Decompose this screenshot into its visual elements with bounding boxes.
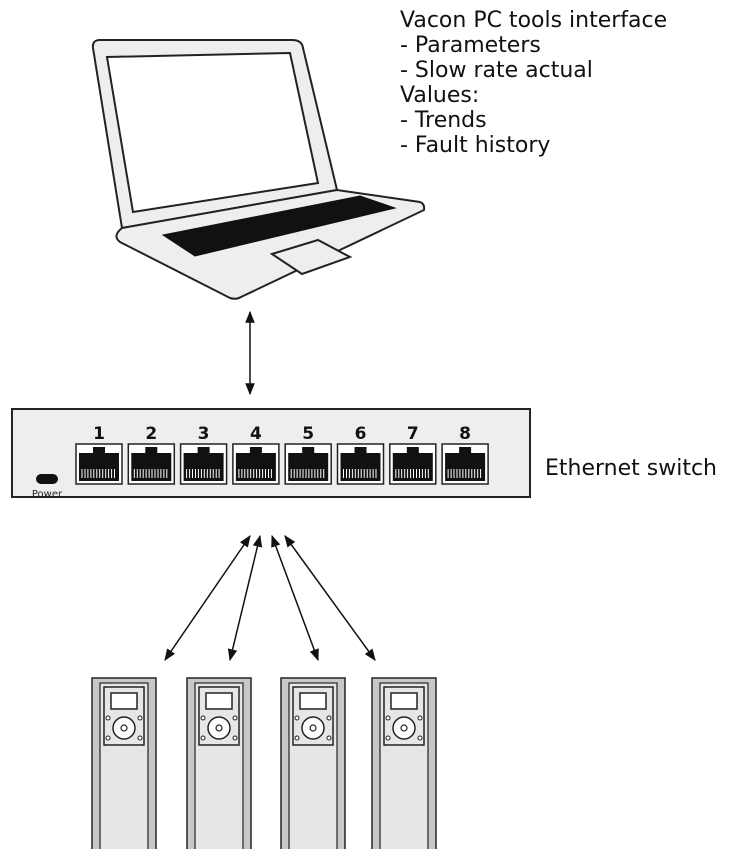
drive-link-arrow-3 [271, 534, 319, 662]
caption-line-parameters: - Parameters [400, 33, 541, 58]
drive-display [110, 692, 138, 710]
drive-button [200, 715, 206, 721]
drive-link-arrow-2 [227, 534, 263, 662]
drive-link-arrow-1 [164, 535, 251, 661]
drive-display [299, 692, 327, 710]
pc-tools-caption: Vacon PC tools interface - Parameters - … [400, 8, 667, 158]
switch-port-2: 2 [127, 424, 176, 485]
port-number-label: 3 [198, 424, 210, 444]
switch-port-1: 1 [75, 424, 123, 485]
port-number-label: 5 [302, 424, 314, 444]
drive-button [232, 735, 238, 741]
drive-dial-center [400, 724, 408, 732]
ethernet-switch-icon: Power 1 2 3 4 5 6 7 8 [11, 408, 531, 500]
drive-button [417, 715, 423, 721]
power-led [36, 474, 58, 484]
port-number-label: 1 [93, 424, 105, 444]
switch-port-3: 3 [179, 424, 228, 485]
drive-button [385, 735, 391, 741]
drive-link-arrow-4 [284, 535, 376, 661]
switch-port-8: 8 [441, 424, 489, 485]
drive-button [105, 715, 111, 721]
frequency-drive-icon [280, 677, 346, 849]
switch-port-4: 4 [232, 424, 280, 485]
drive-button [326, 715, 332, 721]
port-number-label: 6 [355, 424, 367, 444]
drive-button [385, 715, 391, 721]
port-number-label: 2 [145, 424, 157, 444]
laptop-icon [91, 39, 426, 300]
drive-button [200, 735, 206, 741]
laptop-touchpad [269, 238, 353, 276]
drive-display [205, 692, 233, 710]
caption-line-title: Vacon PC tools interface [400, 8, 668, 33]
drive-button [294, 735, 300, 741]
drive-button [417, 735, 423, 741]
frequency-drives [91, 677, 437, 849]
port-number-label: 4 [250, 424, 262, 444]
drive-button [232, 715, 238, 721]
drive-display [390, 692, 418, 710]
caption-line-trends: - Trends [400, 108, 487, 133]
power-label: Power [32, 489, 63, 500]
drive-links [164, 534, 376, 662]
drive-dial-center [120, 724, 128, 732]
laptop-screen [105, 51, 320, 214]
drive-dial-center [215, 724, 223, 732]
frequency-drive-icon [186, 677, 252, 849]
switch-ports: 1 2 3 4 5 6 7 8 [75, 424, 489, 485]
drive-button [326, 735, 332, 741]
drive-button [105, 735, 111, 741]
drive-dial-center [309, 724, 317, 732]
port-number-label: 8 [459, 424, 471, 444]
switch-port-7: 7 [389, 424, 437, 485]
caption-line-slow-rate: - Slow rate actual [400, 58, 593, 83]
caption-line-values: Values: [400, 83, 480, 108]
switch-port-5: 5 [284, 424, 332, 485]
frequency-drive-icon [371, 677, 437, 849]
switch-label: Ethernet switch [545, 456, 717, 481]
caption-line-fault-history: - Fault history [400, 133, 551, 158]
frequency-drive-icon [91, 677, 157, 849]
port-number-label: 7 [407, 424, 419, 444]
drive-button [137, 735, 143, 741]
drive-button [294, 715, 300, 721]
switch-port-6: 6 [336, 424, 385, 485]
drive-button [137, 715, 143, 721]
laptop-keyboard [161, 195, 397, 257]
